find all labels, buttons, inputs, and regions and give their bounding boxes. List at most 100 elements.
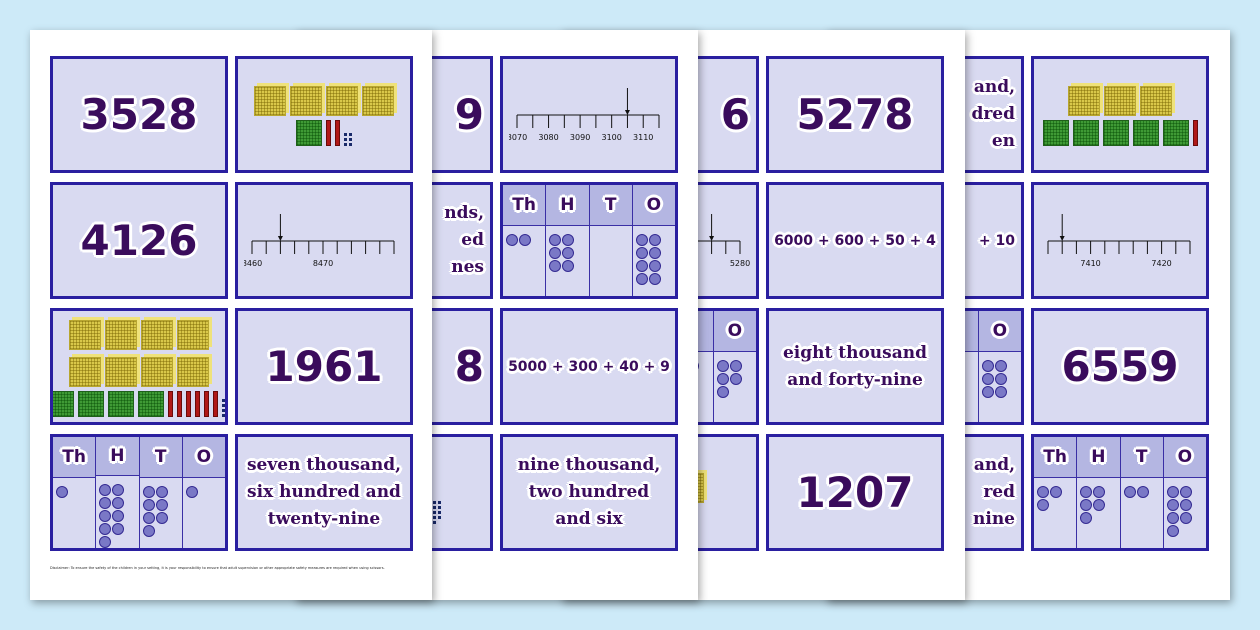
counter-dot <box>994 360 1007 372</box>
counter-dot <box>1136 486 1149 498</box>
counter-dot <box>1123 486 1136 498</box>
one-unit <box>438 501 441 504</box>
card-words[interactable]: nine thousand, two hundred and six <box>500 434 678 551</box>
counter-area <box>714 352 756 398</box>
counter-dot <box>549 234 562 246</box>
place-value-column: O <box>181 437 225 548</box>
card-number[interactable]: 6559 <box>1031 308 1209 425</box>
small-blocks-row <box>1042 120 1198 146</box>
ten-rod <box>335 120 340 146</box>
column-header: H <box>1077 437 1120 478</box>
hundred-flat <box>138 390 164 417</box>
thousand-cube <box>141 356 173 387</box>
one-unit <box>349 138 352 141</box>
counter-dot <box>142 525 155 537</box>
place-value-column: Th <box>503 185 546 296</box>
column-header: O <box>182 437 225 478</box>
card-number[interactable]: 3528 <box>50 56 228 173</box>
number-in-words: nds, ed nes <box>444 203 484 277</box>
one-unit <box>344 138 347 141</box>
card-number[interactable]: 5278 <box>766 56 944 173</box>
column-header: Th <box>503 185 546 226</box>
arrow-head-icon <box>624 109 630 115</box>
card-words[interactable]: eight thousand and forty-nine <box>766 308 944 425</box>
counter-dot <box>562 247 575 259</box>
counter-dot <box>99 536 112 548</box>
counter-dot <box>185 486 198 498</box>
card-number[interactable]: 1207 <box>766 434 944 551</box>
cube-row <box>69 354 209 387</box>
counter-dot <box>142 499 155 511</box>
card-expr[interactable]: 5000 + 300 + 40 + 9 <box>500 308 678 425</box>
one-unit <box>438 511 441 514</box>
thousand-cube <box>177 356 209 387</box>
thousand-cube <box>141 319 173 350</box>
card-blocks[interactable] <box>50 308 228 425</box>
column-header: H <box>546 185 589 226</box>
counter-dot <box>1080 486 1093 498</box>
counter-dot <box>56 486 68 498</box>
counter-dot <box>1093 499 1106 511</box>
counter-area <box>140 478 182 537</box>
thousand-cube <box>69 319 101 350</box>
one-unit <box>222 398 225 402</box>
card-number[interactable]: 1961 <box>235 308 413 425</box>
hundred-flat <box>1102 120 1129 146</box>
tick-label: 3070 <box>509 133 527 142</box>
tick-label: 3100 <box>601 133 621 142</box>
counter-dot <box>1166 512 1179 524</box>
counter-dot <box>562 234 575 246</box>
small-blocks-row <box>296 120 352 146</box>
card-numberline[interactable]: 30703080309031003110 <box>500 56 678 173</box>
card-number[interactable]: 4126 <box>50 182 228 299</box>
card-numberline[interactable]: 8460 8470 <box>235 182 413 299</box>
one-unit <box>227 404 228 407</box>
one-unit <box>222 408 225 412</box>
tick-label: 8470 <box>313 259 333 268</box>
ten-rod <box>326 120 331 146</box>
counter-dot <box>648 260 661 272</box>
arrow-head-icon <box>277 235 283 241</box>
number-value: 5278 <box>796 90 914 139</box>
one-unit <box>227 409 228 412</box>
place-value-column: T <box>138 437 182 548</box>
counter-area <box>1121 478 1163 498</box>
column-header: O <box>978 311 1021 352</box>
card-expr[interactable]: 6000 + 600 + 50 + 4 <box>766 182 944 299</box>
ones-units <box>344 133 352 146</box>
expanded-form: + 10 <box>978 232 1015 249</box>
card-words[interactable]: seven thousand, six hundred and twenty-n… <box>235 434 413 551</box>
number-value: 8 <box>454 342 484 391</box>
ten-rod <box>195 390 200 417</box>
arrow-head-icon <box>709 235 715 241</box>
counter-dot <box>716 373 729 385</box>
card-blocks[interactable] <box>235 56 413 173</box>
place-value-column: Th <box>1034 437 1077 548</box>
ten-rod <box>186 390 191 417</box>
number-value: 6 <box>720 90 750 139</box>
tick-label: 8460 <box>244 259 262 268</box>
counter-dot <box>549 247 562 259</box>
card-blocks[interactable] <box>1031 56 1209 173</box>
hundred-flat <box>1042 120 1069 146</box>
place-value-column: O <box>631 185 675 296</box>
counter-dot <box>155 486 168 498</box>
place-value-column: O <box>712 311 756 422</box>
cube-row <box>1068 83 1172 116</box>
number-in-words: and, dred en <box>971 77 1015 151</box>
counter-area <box>633 226 675 285</box>
one-unit <box>227 399 228 402</box>
counter-area <box>183 478 225 498</box>
counter-dot <box>112 497 125 509</box>
counter-dot <box>112 484 125 496</box>
counter-dot <box>648 273 661 285</box>
number-value: 1961 <box>265 342 383 391</box>
number-value: 1207 <box>796 468 914 517</box>
column-header: T <box>139 437 182 478</box>
